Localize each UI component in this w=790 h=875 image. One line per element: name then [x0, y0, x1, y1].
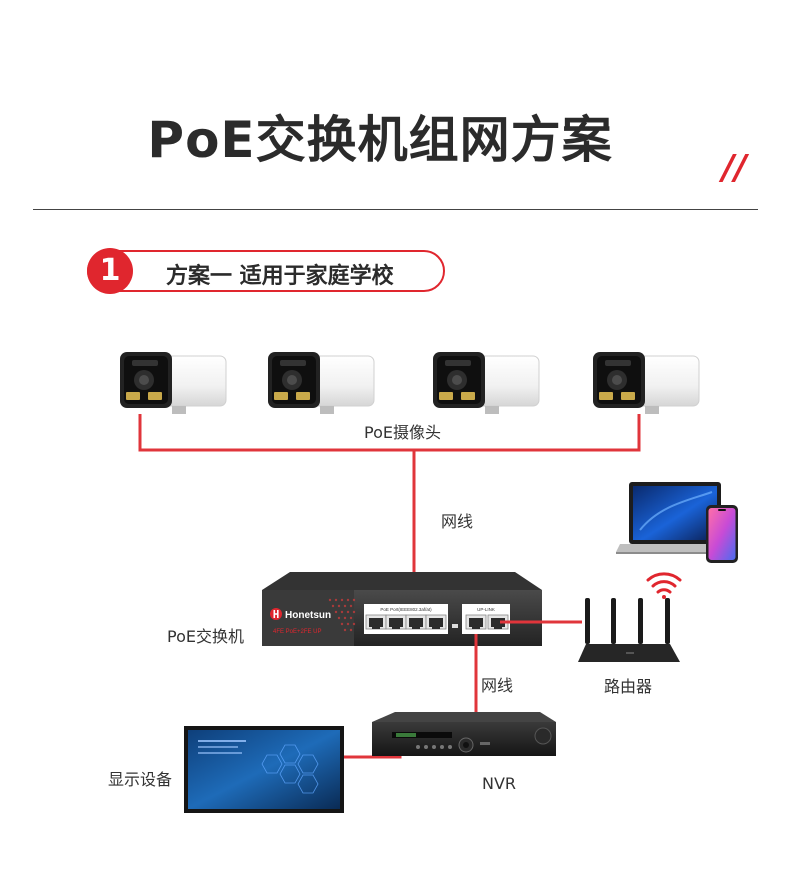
switch-model: 4FE PoE+2FE UP [273, 629, 322, 635]
poe-camera-1 [119, 351, 227, 415]
poe-camera-3 [432, 351, 540, 415]
wifi-icon [646, 572, 682, 599]
switch-dot-pattern [328, 598, 356, 632]
label-poe-cameras: PoE摄像头 [364, 423, 441, 442]
switch-logo-icon [270, 608, 282, 620]
switch-uplink-label: UP-LINK [477, 607, 495, 612]
label-cable-bottom: 网线 [481, 676, 514, 695]
poe-switch: Honetsun 4FE PoE+2FE UP PoE Port(IEEE802… [262, 572, 542, 646]
label-cable-top: 网线 [441, 512, 474, 531]
scheme-title: 方案一 适用于家庭学校 [166, 264, 394, 289]
label-router: 路由器 [604, 677, 653, 696]
router [578, 598, 680, 662]
poe-camera-2 [267, 351, 375, 415]
label-poe-switch: PoE交换机 [167, 627, 244, 646]
switch-uplink-port-1 [465, 614, 487, 630]
switch-poe-port-3 [405, 614, 427, 630]
title-divider [33, 209, 758, 210]
title-decoration: // [722, 148, 747, 188]
poe-camera-4 [592, 351, 700, 415]
nvr-recorder [372, 712, 556, 756]
display-monitor [184, 726, 344, 813]
label-nvr: NVR [482, 774, 517, 793]
switch-poe-port-4 [425, 614, 447, 630]
smartphone [706, 505, 738, 563]
laptop [616, 482, 734, 554]
label-display: 显示设备 [108, 770, 173, 789]
switch-poe-port-1 [365, 614, 387, 630]
switch-brand: Honetsun [285, 610, 331, 621]
switch-poe-port-2 [385, 614, 407, 630]
page-title: PoE交换机组网方案 [147, 111, 613, 169]
scheme-number: 1 [87, 248, 133, 294]
switch-poe-ports-label: PoE Port(IEEE802.3af/at) [380, 607, 432, 612]
